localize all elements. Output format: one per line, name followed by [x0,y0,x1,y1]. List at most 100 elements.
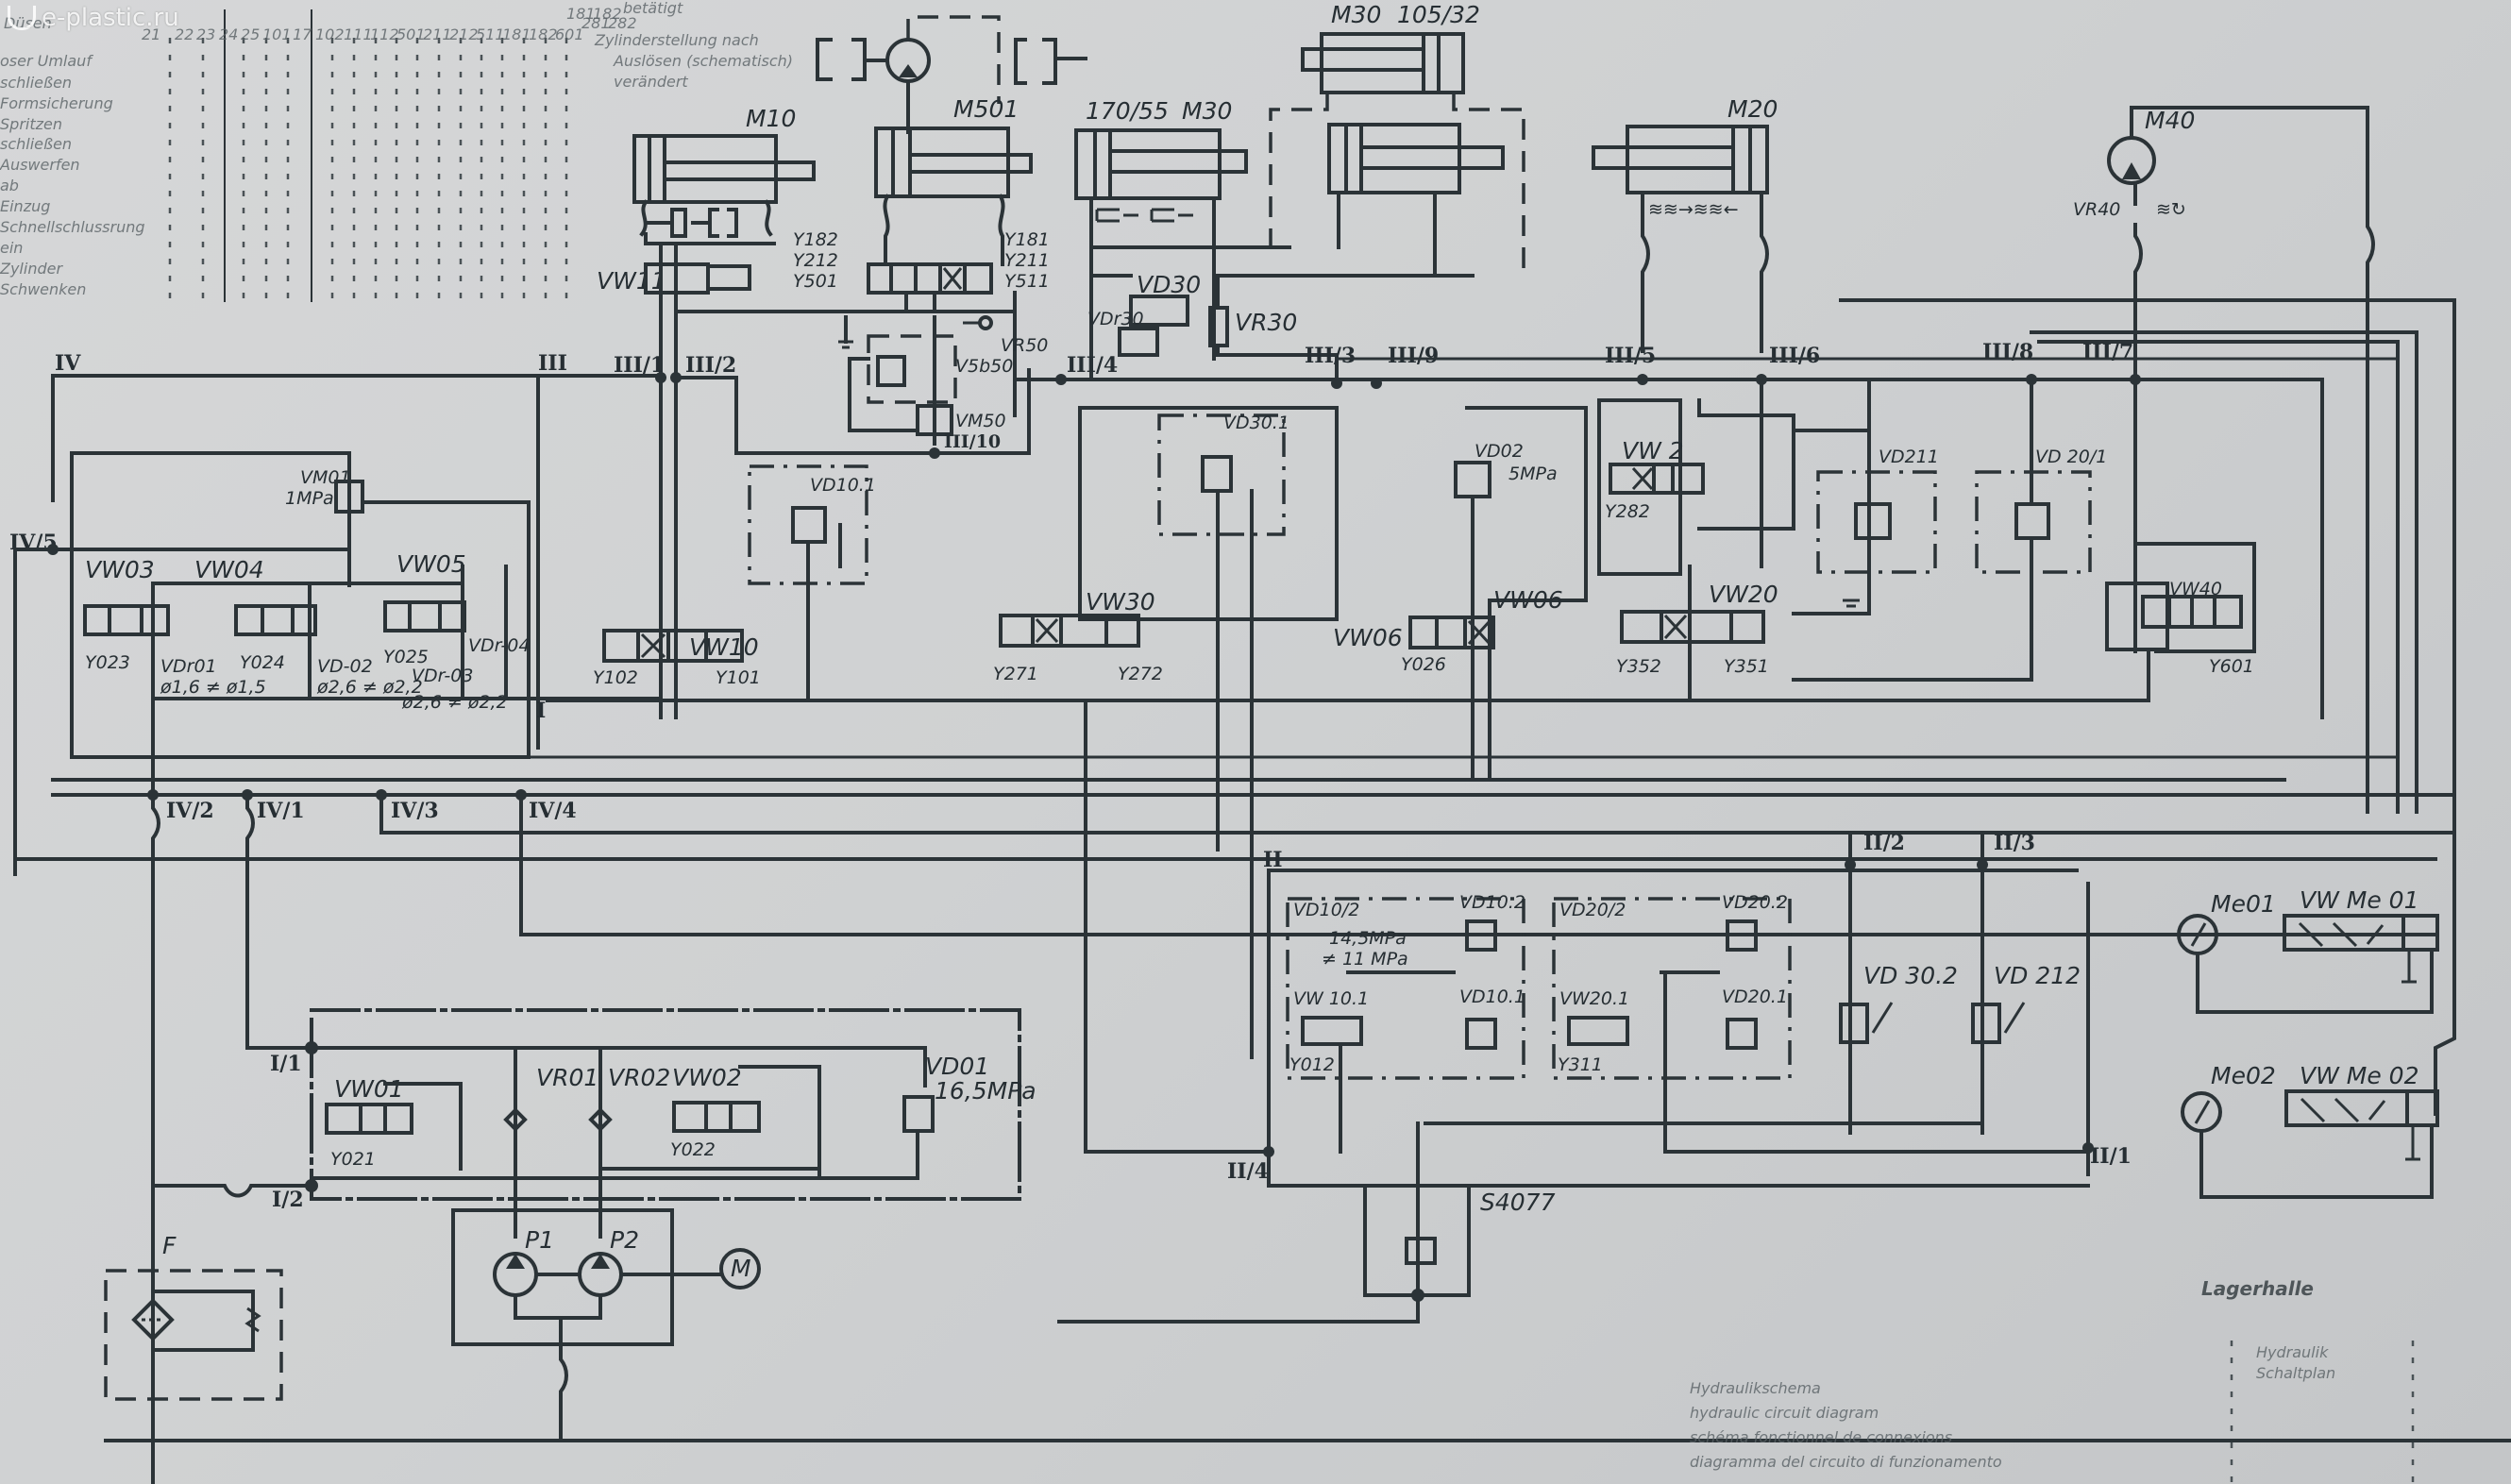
electric-motor-icon [719,1248,761,1290]
label-M10: M10 [746,105,796,132]
label-Y102: Y102 [593,667,638,688]
legend-col-21: 21 [142,25,160,43]
label-VW02: VW02 [672,1064,742,1091]
label-VDr30: VDr30 [1087,309,1144,329]
label-M40: M40 [2145,107,2195,134]
label-Y022: Y022 [670,1139,716,1160]
label-III-3: III/3 [1305,344,1356,368]
label-VM01-pressure: 1MPa [285,488,334,509]
label-VW20: VW20 [1709,581,1778,608]
label-VD20-2: VD20/2 [1559,900,1626,920]
label-M30-b: M30 [1331,1,1381,28]
label-VW20-1: VW20.1 [1559,988,1629,1009]
label-VDr01-d: ø1,6 ≠ ø1,5 [160,677,266,698]
cylinder-M501: M501 [874,95,1033,249]
legend-col-25: 25 [241,25,260,43]
legend-col-23: 23 [196,25,215,43]
label-Y311: Y311 [1558,1054,1603,1075]
label-VDr03-d: ø2,6 ≠ ø2,2 [401,692,508,713]
legend-col-282: 282 [608,14,637,32]
label-VD30-1: VD30.1 [1223,413,1289,433]
label-VD10-2-p1: 14,5MPa [1329,928,1407,949]
legend-row-3: Formsicherung [0,94,113,112]
label-Y351: Y351 [1724,656,1769,677]
watermark-text: e-plastic.ru [42,4,179,32]
label-Y021: Y021 [330,1149,376,1170]
label-M30-b-size: 105/32 [1397,1,1480,28]
title-line-2: hydraulic circuit diagram [1690,1404,1879,1422]
valve-V5b50-VM50: V5b50 VR50 VM50 III/10 [738,315,1048,459]
legend-col-17: 17 [293,25,312,43]
label-Y282: Y282 [1605,501,1650,522]
label-Y024: Y024 [240,652,285,673]
label-II-3: II/3 [1994,831,2035,855]
title-brand: Lagerhalle [2201,1277,2314,1300]
legend-row-6: Auswerfen [0,156,80,174]
label-VR40: VR40 [2073,199,2120,220]
label-VD10-2-p2: ≠ 11 MPa [1322,949,1408,970]
legend-col-511: 511 [476,25,505,43]
label-VWMe02: VW Me 02 [2300,1062,2418,1089]
valve-VD211-VD20-1-VW40: VD211 VD 20/1 VW40 Y601 [546,378,2256,702]
legend-col-22: 22 [175,25,194,43]
label-Y511: Y511 [1004,271,1050,292]
title-line-3: schéma fonctionnel de connexions [1690,1428,1952,1446]
legend-row-10: ein [0,239,23,257]
cylinder-M10: M10 [632,105,816,245]
motor-M40: M40 VR40 ≋↻ [2073,106,2375,814]
label-I-1: I/1 [270,1052,302,1076]
label-II: II [1263,848,1283,872]
header-note: betätigt Zylinderstellung nach Auslösen … [594,0,793,91]
header-note-line-3: verändert [614,73,688,91]
header-note-line-1: Zylinderstellung nach [594,31,759,49]
label-III-1: III/1 [614,353,665,378]
label-F: F [162,1232,177,1259]
label-VD20-1b: VD20.1 [1722,987,1788,1007]
label-IV: IV [55,351,81,376]
rotation-arrow-icon: ≋↻ [2156,199,2186,220]
label-Y182: Y182 [793,229,838,250]
legend-col-112: 112 [370,25,399,43]
cylinder-M30-170-55: 170/55 M30 [1074,97,1291,379]
label-VW30: VW30 [1086,588,1155,616]
label-VM50: VM50 [955,411,1006,431]
bus-III: IV III III/1 III/2 III/4 III/3 III/9 III… [51,298,2456,1116]
label-P2: P2 [610,1226,639,1254]
legend-col-212: 212 [449,25,479,43]
label-VW05: VW05 [396,550,466,578]
label-VD01-pressure: 16,5MPa [935,1077,1036,1105]
label-III-8: III/8 [1982,340,2033,364]
legend-col-182b: 182 [593,5,622,23]
label-Y501: Y501 [793,271,838,292]
hydraulic-motor-icon [2107,136,2156,185]
label-Y012: Y012 [1289,1054,1335,1075]
valve-block-II: II II/2 II/3 VD10/2 14,5MPa ≠ 11 MPa VD1… [1084,699,2132,1188]
legend-col-181: 181 [502,25,531,43]
title-block: Lagerhalle Hydraulikschema hydraulic cir… [1690,1277,2415,1484]
label-VW10: VW10 [689,633,759,661]
valve-VW10-VD10-1: VD10.1 VW10 Y102 Y101 [593,464,876,700]
header-note-line-2: Auslösen (schematisch) [613,52,793,70]
label-IV-3: IV/3 [391,799,439,823]
label-VD01: VD01 [925,1053,989,1080]
label-III-2: III/2 [685,353,736,378]
legend-col-24: 24 [219,25,238,43]
label-Y026: Y026 [1401,654,1446,675]
label-I-2: I/2 [272,1188,304,1212]
label-VDr04: VDr-04 [468,635,530,656]
label-VW2: VW 2 [1622,437,1684,464]
label-VD20-1: VD 20/1 [2035,447,2107,467]
label-II-4: II/4 [1227,1159,1269,1184]
valve-S4077: S4077 [1057,1121,1556,1324]
legend-table: 21 22 23 24 25 101 17 102 111 112 501 21… [0,5,637,302]
watermark-logo-icon [8,6,36,30]
label-VR02: VR02 [608,1064,670,1091]
label-VD10-1b: VD10.1 [1459,987,1525,1007]
valve-cluster-left: IV/5 VM01 1MPa VW03 VW04 VW05 Y023 Y024 … [9,451,2456,1484]
legend-row-12: Schwenken [0,280,86,298]
label-Me02: Me02 [2211,1062,2276,1089]
label-M30-size: 170/55 [1086,97,1169,125]
label-VW11: VW11 [597,267,666,295]
legend-col-182: 182 [529,25,558,43]
